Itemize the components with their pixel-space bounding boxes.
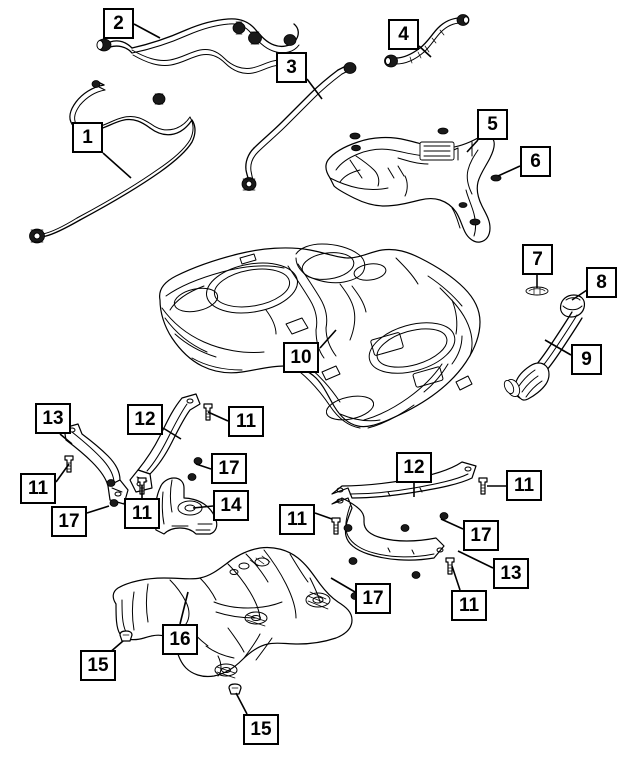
callout-4-leader [418, 45, 432, 58]
callout-11-d[interactable]: 11 [279, 504, 315, 535]
callout-17-d[interactable]: 17 [463, 520, 499, 551]
leader-lines [55, 23, 588, 715]
callout-13-a-leader [59, 433, 73, 445]
callout-11-f-leader [451, 565, 461, 591]
part-10-fuel-tank [159, 243, 481, 429]
callout-11-a[interactable]: 11 [228, 406, 264, 437]
callout-6[interactable]: 6 [520, 146, 551, 177]
callout-3-leader [306, 78, 323, 100]
callout-1-leader [102, 152, 132, 179]
part-13-strap-right [331, 497, 445, 561]
callout-17-d-leader [440, 518, 464, 530]
part-3-fuel-line-right [241, 62, 357, 191]
part-16-heat-shield-lower [112, 546, 353, 679]
callout-14[interactable]: 14 [213, 490, 249, 521]
callout-17-c[interactable]: 17 [355, 583, 391, 614]
callout-9[interactable]: 9 [571, 344, 602, 375]
callout-12-a-leader [162, 427, 182, 440]
callout-10[interactable]: 10 [283, 342, 319, 373]
callout-11-f[interactable]: 11 [451, 590, 487, 621]
callout-1[interactable]: 1 [72, 122, 103, 153]
callout-9-leader [544, 339, 572, 356]
callout-17-c-leader [330, 577, 356, 593]
callout-12-b[interactable]: 12 [396, 452, 432, 483]
callout-8-leader [571, 289, 588, 301]
part-7-seal-gasket [525, 286, 549, 296]
callout-16[interactable]: 16 [162, 624, 198, 655]
callout-11-c[interactable]: 11 [124, 498, 160, 529]
callout-17-a-leader [195, 463, 212, 470]
callout-6-leader [497, 165, 521, 177]
part-15-push-nuts [119, 630, 242, 695]
callout-5-leader [466, 139, 479, 153]
callout-3[interactable]: 3 [276, 52, 307, 83]
callout-11-e[interactable]: 11 [506, 470, 542, 501]
callout-15-a[interactable]: 15 [80, 650, 116, 681]
callout-11-d-leader [314, 512, 333, 520]
callout-10-leader [319, 329, 337, 349]
callout-11-b-leader [55, 463, 70, 483]
callout-5[interactable]: 5 [477, 109, 508, 140]
part-9-filler-hose [503, 311, 583, 401]
callout-7[interactable]: 7 [522, 244, 553, 275]
callout-11-a-leader [207, 411, 229, 422]
callout-16-leader [179, 591, 189, 625]
part-2-fuel-line-bundle [96, 18, 307, 79]
callout-17-a[interactable]: 17 [211, 453, 247, 484]
callout-2[interactable]: 2 [103, 8, 134, 39]
callout-17-b[interactable]: 17 [51, 506, 87, 537]
callout-15-b-leader [235, 692, 248, 715]
callout-8[interactable]: 8 [586, 267, 617, 298]
callout-13-a[interactable]: 13 [35, 403, 71, 434]
part-4-short-hose [384, 14, 470, 68]
callout-13-b-leader [457, 550, 494, 569]
callout-14-leader [192, 505, 214, 509]
callout-2-leader [133, 23, 161, 39]
part-5-heat-shield-upper [325, 127, 502, 243]
callout-12-a[interactable]: 12 [127, 404, 163, 435]
part-14-bracket [153, 477, 218, 535]
part-1-fuel-line-long [29, 80, 196, 244]
part-13-strap-left [63, 423, 129, 505]
callout-17-b-leader [86, 505, 110, 514]
callout-11-b[interactable]: 11 [20, 473, 56, 504]
callout-15-b[interactable]: 15 [243, 714, 279, 745]
callout-4[interactable]: 4 [388, 19, 419, 50]
callout-13-b[interactable]: 13 [493, 558, 529, 589]
